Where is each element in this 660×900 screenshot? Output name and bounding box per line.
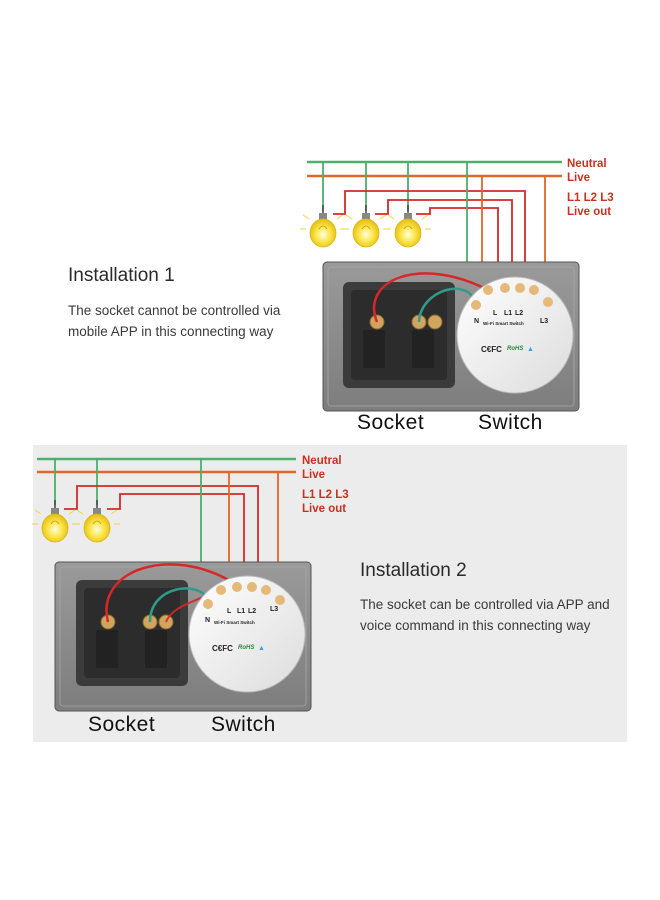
light-bulb-icon [73,499,121,543]
smart-switch-module [456,276,574,394]
installation-2-description: The socket can be controlled via APP and… [360,597,610,633]
legend-live: Live [567,172,591,184]
legend: Neutral Live L1 L2 L3 Live out [302,454,349,516]
legend-neutral: Neutral [567,158,607,170]
legend-neutral: Neutral [302,455,342,467]
installation-1-diagram [299,160,580,412]
smart-switch-module [188,575,306,693]
legend-l-lines: L1 L2 L3 [567,192,614,204]
socket [76,580,188,686]
socket-label: Socket [88,713,156,736]
legend-live: Live [302,469,326,481]
legend-live-out: Live out [567,206,612,218]
installation-2-diagram [31,457,312,712]
socket-label: Socket [357,411,425,434]
legend-l-lines: L1 L2 L3 [302,489,349,501]
light-bulb-icon [384,204,432,248]
wifi-icon: ▲ [527,346,534,353]
installation-1-title: Installation 1 [68,265,175,286]
legend-live-out: Live out [302,503,347,515]
wifi-icon: ▲ [258,645,265,652]
installation-2-title: Installation 2 [360,560,467,581]
light-bulb-icon [299,204,347,248]
installation-1-description: The socket cannot be controlled via mobi… [68,303,281,339]
switch-label: Switch [211,713,276,736]
switch-label: Switch [478,411,543,434]
legend: Neutral Live L1 L2 L3 Live out [567,157,614,219]
socket [343,282,455,388]
light-bulb-icon [342,204,390,248]
light-bulb-icon [31,499,79,543]
